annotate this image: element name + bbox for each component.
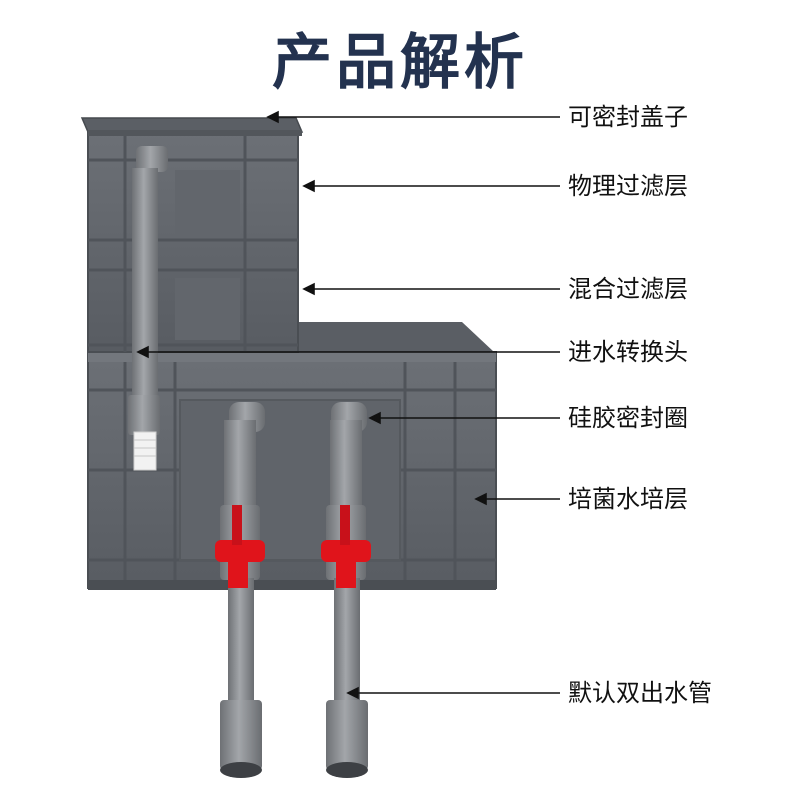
page-title: 产品解析 xyxy=(272,28,528,98)
right-valve xyxy=(321,505,371,588)
label-mixed-filter: 混合过滤层 xyxy=(568,275,688,303)
left-valve xyxy=(215,505,265,588)
label-silicone-seal: 硅胶密封圈 xyxy=(568,404,688,432)
leader-lines xyxy=(136,110,560,700)
label-outlet-pipes: 默认双出水管 xyxy=(568,679,712,707)
inlet-pipe xyxy=(128,146,168,471)
label-lid: 可密封盖子 xyxy=(568,103,688,131)
upper-box xyxy=(80,117,304,353)
label-inlet-adapter: 进水转换头 xyxy=(568,338,688,366)
label-bacteria-layer: 培菌水培层 xyxy=(568,485,688,513)
label-physical-filter: 物理过滤层 xyxy=(568,172,688,200)
